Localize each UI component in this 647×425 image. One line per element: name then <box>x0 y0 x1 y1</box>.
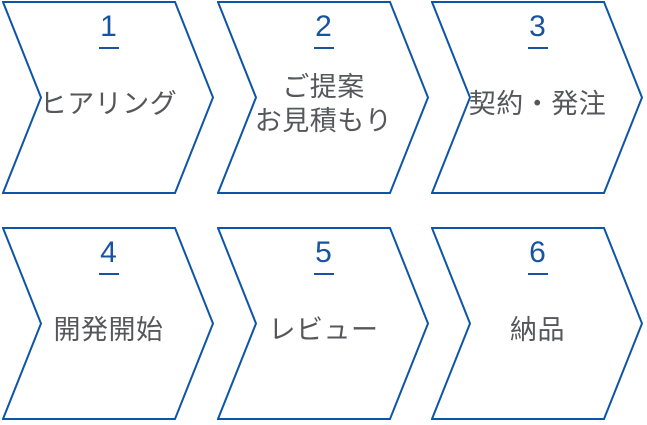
step-number: 6 <box>529 236 546 269</box>
step-number-block: 1 <box>2 9 215 49</box>
step-label-line: ヒアリング <box>39 89 178 119</box>
step-1: 1 ヒアリング <box>2 1 215 194</box>
step-label-line: ご提案 <box>282 72 365 102</box>
chevron-outline <box>2 227 215 420</box>
chevron-outline <box>2 1 215 194</box>
step-number-underline <box>527 273 548 275</box>
step-5: 5 レビュー <box>217 227 430 420</box>
step-label-line: 契約・発注 <box>468 89 607 119</box>
chevron-outline <box>431 1 644 194</box>
step-number-underline <box>313 273 334 275</box>
step-number-underline <box>527 47 548 49</box>
step-label: 開発開始 <box>2 313 215 347</box>
step-label-line: 開発開始 <box>53 315 164 345</box>
step-label: ヒアリング <box>2 87 215 121</box>
step-label: 納品 <box>431 313 644 347</box>
step-number-underline <box>98 273 119 275</box>
step-2: 2 ご提案 お見積もり <box>217 1 430 194</box>
step-number-block: 2 <box>217 9 430 49</box>
step-number-underline <box>313 47 334 49</box>
step-6: 6 納品 <box>431 227 644 420</box>
step-label: 契約・発注 <box>431 87 644 121</box>
step-number: 2 <box>315 10 332 43</box>
chevron-arrow-shape <box>217 1 430 194</box>
step-number: 3 <box>529 10 546 43</box>
chevron-arrow-shape <box>431 227 644 420</box>
chevron-outline <box>217 227 430 420</box>
chevron-outline <box>431 227 644 420</box>
step-number-block: 5 <box>217 235 430 275</box>
step-number-block: 3 <box>431 9 644 49</box>
step-label: レビュー <box>217 313 430 347</box>
step-label: ご提案 お見積もり <box>217 70 430 138</box>
step-label-line: お見積もり <box>254 106 393 136</box>
chevron-arrow-shape <box>431 1 644 194</box>
chevron-outline <box>217 1 430 194</box>
step-number-block: 4 <box>2 235 215 275</box>
step-label-line: 納品 <box>510 315 565 345</box>
step-label-line: レビュー <box>268 315 379 345</box>
step-number-underline <box>98 47 119 49</box>
step-number: 4 <box>100 236 117 269</box>
step-4: 4 開発開始 <box>2 227 215 420</box>
chevron-arrow-shape <box>2 227 215 420</box>
chevron-arrow-shape <box>2 1 215 194</box>
chevron-arrow-shape <box>217 227 430 420</box>
step-number-block: 6 <box>431 235 644 275</box>
step-number: 5 <box>315 236 332 269</box>
step-number: 1 <box>100 10 117 43</box>
step-3: 3 契約・発注 <box>431 1 644 194</box>
